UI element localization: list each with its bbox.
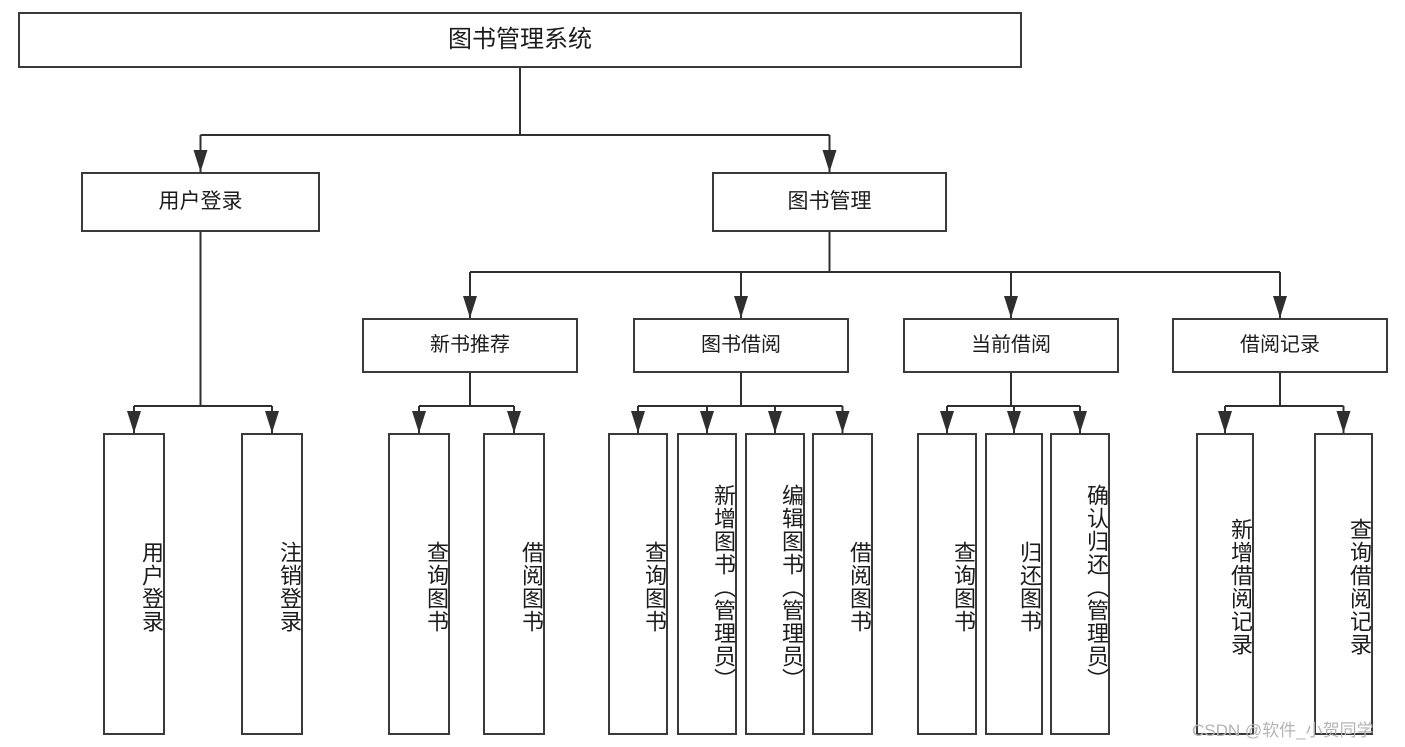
- node-label: 借阅图书: [519, 541, 544, 633]
- node-new-book-recommend[interactable]: 新书推荐: [362, 318, 578, 373]
- node-label: 当前借阅: [971, 334, 1051, 357]
- arrowhead-leaf-query-book-recommend: [412, 411, 426, 433]
- node-label: 编辑图书（管理员）: [779, 483, 804, 691]
- arrowhead-new-book-recommend: [463, 296, 477, 318]
- node-leaf-return-book[interactable]: 归还图书: [985, 433, 1043, 735]
- arrowhead-current-borrow: [1004, 296, 1018, 318]
- arrowhead-leaf-user-login: [127, 411, 141, 433]
- arrowhead-leaf-borrow-book: [835, 411, 850, 433]
- node-label: 图书借阅: [701, 334, 781, 357]
- node-current-borrow[interactable]: 当前借阅: [903, 318, 1119, 373]
- node-label: 用户登录: [158, 190, 243, 214]
- node-leaf-query-book-recommend[interactable]: 查询图书: [388, 433, 450, 735]
- node-leaf-borrow-book-recommend[interactable]: 借阅图书: [483, 433, 545, 735]
- node-label: 查询图书: [424, 541, 449, 633]
- node-label: 查询图书: [951, 541, 976, 633]
- node-label: 查询借阅记录: [1347, 518, 1372, 656]
- node-book-manage[interactable]: 图书管理: [712, 172, 947, 232]
- node-leaf-query-book[interactable]: 查询图书: [608, 433, 668, 735]
- node-label: 图书管理系统: [448, 25, 592, 53]
- node-label: 确认归还（管理员）: [1084, 483, 1109, 691]
- arrowhead-leaf-query-book: [631, 411, 645, 433]
- arrowhead-leaf-query-borrow-record: [1336, 411, 1351, 433]
- node-leaf-add-book-admin[interactable]: 新增图书（管理员）: [677, 433, 737, 735]
- node-leaf-borrow-book[interactable]: 借阅图书: [812, 433, 873, 735]
- node-label: 借阅记录: [1240, 334, 1320, 357]
- node-leaf-logout[interactable]: 注销登录: [241, 433, 303, 735]
- arrowhead-leaf-return-book: [1007, 411, 1021, 433]
- node-leaf-user-login[interactable]: 用户登录: [103, 433, 165, 735]
- arrowhead-leaf-add-book-admin: [700, 411, 714, 433]
- node-leaf-query-borrow-record[interactable]: 查询借阅记录: [1314, 433, 1373, 735]
- node-label: 注销登录: [277, 541, 302, 633]
- node-borrow-record[interactable]: 借阅记录: [1172, 318, 1388, 373]
- arrowhead-leaf-confirm-return-admin: [1073, 411, 1087, 433]
- node-label: 图书管理: [787, 190, 872, 214]
- node-label: 新书推荐: [430, 334, 510, 357]
- node-root[interactable]: 图书管理系统: [18, 12, 1022, 68]
- node-user-login[interactable]: 用户登录: [81, 172, 320, 232]
- node-leaf-add-borrow-record[interactable]: 新增借阅记录: [1196, 433, 1254, 735]
- arrowhead-leaf-query-book-current: [940, 411, 954, 433]
- node-label: 新增借阅记录: [1228, 518, 1253, 656]
- arrowhead-borrow-record: [1273, 296, 1287, 318]
- arrowhead-book-borrow: [734, 296, 748, 318]
- arrowhead-book-manage: [822, 150, 837, 172]
- node-label: 新增图书（管理员）: [711, 483, 736, 691]
- node-leaf-edit-book-admin[interactable]: 编辑图书（管理员）: [745, 433, 805, 735]
- node-label: 用户登录: [139, 541, 164, 633]
- node-leaf-query-book-current[interactable]: 查询图书: [917, 433, 977, 735]
- arrowhead-user-login: [193, 150, 208, 172]
- arrowhead-leaf-edit-book-admin: [768, 411, 782, 433]
- node-label: 归还图书: [1017, 541, 1042, 633]
- node-leaf-confirm-return-admin[interactable]: 确认归还（管理员）: [1050, 433, 1110, 735]
- arrowhead-leaf-logout: [265, 411, 279, 433]
- arrowhead-leaf-add-borrow-record: [1218, 411, 1232, 433]
- node-label: 查询图书: [642, 541, 667, 633]
- arrowhead-leaf-borrow-book-recommend: [507, 411, 521, 433]
- node-book-borrow[interactable]: 图书借阅: [633, 318, 849, 373]
- node-label: 借阅图书: [847, 541, 872, 633]
